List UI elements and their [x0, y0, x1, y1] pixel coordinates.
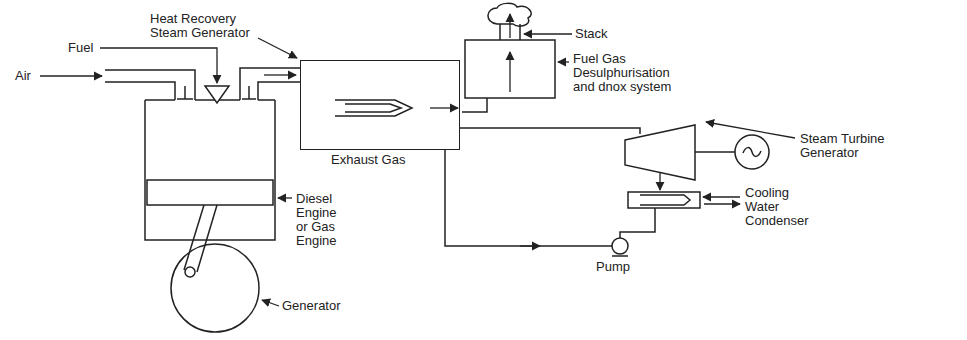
engine-cylinder	[145, 100, 275, 240]
part-label: Fuel Gas Desulphurisation and dnox syste…	[573, 52, 685, 94]
turbine-generator	[735, 135, 769, 169]
leader-arrow	[509, 52, 510, 92]
connecting-rod	[185, 267, 195, 277]
air-intake-pipe	[105, 82, 175, 100]
leader-arrow	[430, 107, 458, 108]
part-label: Fuel	[68, 41, 93, 55]
part-label: Air	[15, 69, 31, 83]
condensate-line	[445, 150, 612, 246]
part-label: Heat Recovery Steam Generator	[150, 12, 262, 40]
condenser	[628, 192, 700, 208]
leader-arrow	[558, 61, 569, 62]
turbine-generator	[735, 135, 769, 169]
generator-wheel	[171, 244, 259, 332]
part-label: Diesel Engine or Gas Engine	[296, 192, 348, 248]
part-label: Stack	[575, 27, 608, 41]
leader-arrow	[100, 48, 217, 83]
turbine-generator	[743, 148, 761, 157]
flue-gas-line	[462, 98, 487, 112]
piston	[147, 180, 273, 205]
steam-line	[460, 128, 640, 134]
pump	[612, 238, 628, 254]
valve	[242, 98, 256, 100]
valve	[248, 86, 250, 99]
valve	[177, 98, 193, 100]
node-caption: Exhaust Gas	[331, 153, 405, 167]
pump	[612, 238, 628, 256]
generator-wheel	[171, 244, 259, 332]
hrsg-box: Exhaust Gas	[300, 60, 460, 150]
stack	[499, 24, 501, 40]
leader-arrow	[258, 38, 297, 58]
air-intake-pipe	[105, 70, 195, 100]
exhaust-pipe	[240, 68, 300, 100]
steam-line	[460, 128, 640, 134]
steam-turbine	[625, 125, 695, 180]
leader-arrow	[40, 75, 102, 76]
connecting-rod	[197, 205, 217, 272]
leader-arrow	[659, 172, 660, 190]
desulphurisation-box	[465, 40, 555, 98]
condenser	[628, 192, 700, 208]
connecting-rod	[184, 205, 217, 277]
leader-arrow	[264, 74, 296, 75]
engine-cylinder	[258, 99, 275, 101]
air-intake-pipe	[105, 70, 195, 100]
pump	[612, 255, 628, 257]
leader-arrow	[703, 196, 740, 197]
heat-exchanger-coil	[335, 100, 412, 116]
condensate-line	[445, 150, 655, 246]
fuel-injector	[205, 86, 229, 103]
part-label: Steam Turbine Generator	[800, 132, 900, 160]
condenser	[640, 195, 690, 205]
steam-turbine	[695, 151, 735, 153]
flue-gas-line	[462, 98, 487, 112]
leader-arrow	[524, 33, 572, 34]
exhaust-pipe	[240, 68, 300, 100]
piston	[147, 180, 273, 205]
desulphurisation-box	[465, 40, 555, 98]
engine-cylinder	[145, 100, 275, 240]
leader-arrow	[520, 245, 540, 246]
steam-turbine	[625, 125, 735, 180]
part-label: Generator	[282, 299, 341, 313]
leader-arrow	[704, 203, 740, 204]
leader-arrow	[262, 300, 279, 306]
leader-arrow	[509, 14, 510, 38]
valve	[184, 86, 186, 99]
condensate-line	[620, 208, 655, 238]
heat-exchanger-coil	[335, 100, 412, 116]
leader-arrow	[706, 122, 795, 138]
leader-arrow	[40, 14, 795, 306]
engine-cylinder	[145, 99, 175, 101]
part-label: Pump	[596, 260, 630, 274]
heat-exchanger-coil	[345, 104, 401, 112]
leader-arrow	[278, 197, 292, 198]
fuel-injector	[205, 86, 229, 103]
exhaust-pipe	[258, 82, 300, 100]
part-label: Cooling Water Condenser	[745, 186, 820, 228]
